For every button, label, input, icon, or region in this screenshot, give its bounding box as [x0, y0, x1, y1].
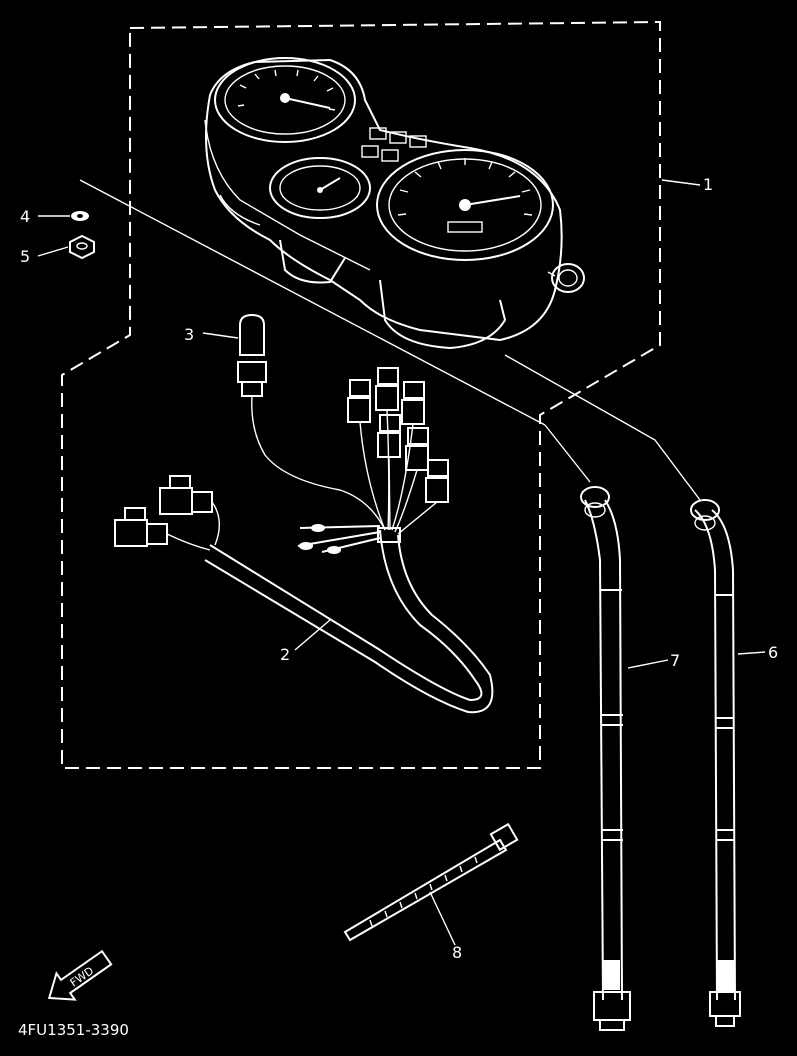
speedometer-cable — [580, 486, 631, 1031]
indicator-lights — [361, 127, 427, 162]
drawing-code: 4FU1351-3390 — [18, 1021, 129, 1039]
nut-part — [69, 234, 95, 260]
callout-4: 4 — [20, 207, 30, 226]
cable-tie — [343, 822, 519, 942]
temperature-gauge — [269, 157, 371, 219]
callout-2: 2 — [280, 645, 290, 664]
callout-7: 7 — [670, 651, 680, 670]
tachometer-cable — [690, 499, 741, 1027]
speedometer-gauge — [376, 149, 554, 261]
washer-part — [71, 211, 89, 221]
callout-6: 6 — [768, 643, 778, 662]
callout-5: 5 — [20, 247, 30, 266]
meter-assembly — [204, 57, 585, 350]
trip-reset-knob — [547, 263, 585, 293]
callout-8: 8 — [452, 943, 462, 962]
mounting-guide-line — [79, 179, 546, 426]
wire-harness — [114, 367, 494, 714]
bulb-and-socket — [237, 313, 386, 531]
callout-1: 1 — [703, 175, 713, 194]
cable-guide-line-left — [544, 424, 591, 483]
tachometer-gauge — [214, 57, 356, 143]
assembly-boundary — [61, 20, 661, 769]
callout-3: 3 — [184, 325, 194, 344]
cable-guide-line-right — [504, 354, 701, 501]
leader-lines — [37, 179, 766, 946]
